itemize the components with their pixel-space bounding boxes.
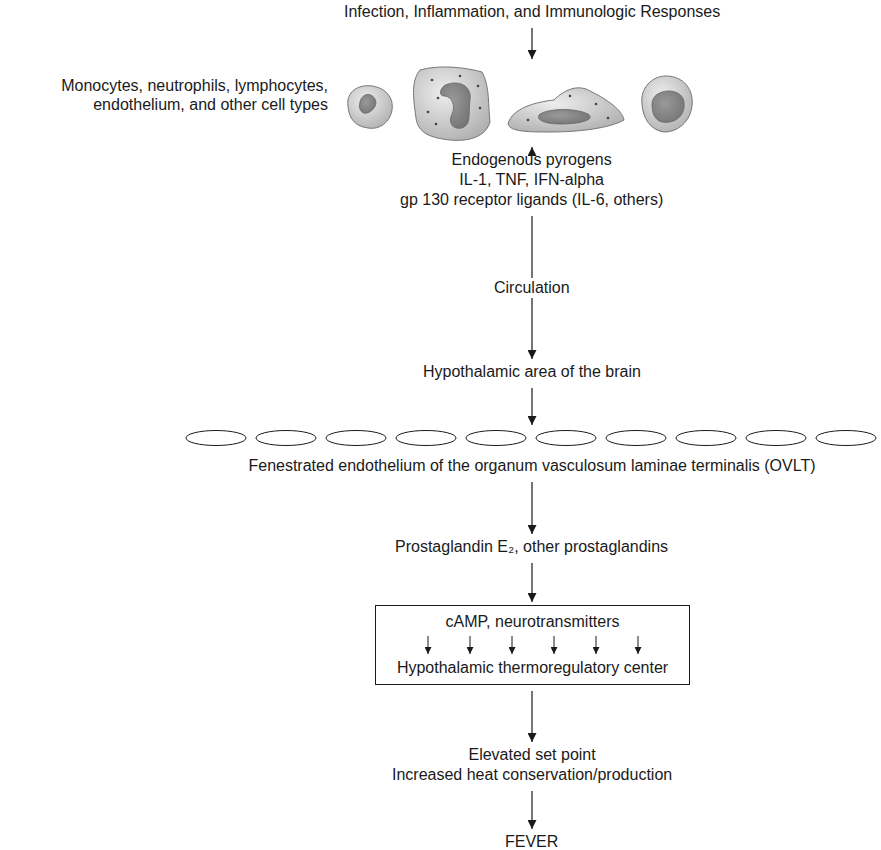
process-step: Elevated set pointIncreased heat conserv… (392, 745, 672, 785)
step-text: Fenestrated endothelium of the organum v… (0, 456, 881, 476)
cells-illustration (340, 62, 760, 144)
flow-arrow (531, 147, 532, 150)
flow-arrow (531, 563, 532, 602)
small-arrow (511, 636, 512, 654)
granule-dot (569, 95, 572, 98)
process-step: Monocytes, neutrophils, lymphocytes, end… (0, 62, 881, 144)
step-text: Prostaglandin E₂, other prostaglandins (395, 537, 668, 557)
step-text: Endogenous pyrogens (400, 150, 663, 170)
flow-arrow (531, 791, 532, 829)
endothelial-cell-oval (396, 431, 456, 446)
flow-arrow (531, 482, 532, 534)
step-text: Elevated set point (392, 745, 672, 765)
process-step: Endogenous pyrogensIL-1, TNF, IFN-alphag… (400, 150, 663, 210)
endothelial-cell-oval (466, 431, 526, 446)
endothelial-cell-oval (746, 431, 806, 446)
nucleus-drawing (652, 91, 684, 122)
cell-drawing (414, 67, 491, 140)
edge-label: Circulation (490, 278, 574, 298)
endothelial-cell-oval (256, 431, 316, 446)
nucleus-drawing (538, 110, 590, 125)
process-step: Fenestrated endothelium of the organum v… (0, 428, 881, 476)
granule-dot (427, 111, 430, 114)
small-arrow (637, 636, 638, 654)
granule-dot (435, 123, 438, 126)
cell-types-label: Monocytes, neutrophils, lymphocytes, end… (6, 76, 328, 114)
granule-dot (459, 75, 462, 78)
endothelial-cell-oval (606, 431, 666, 446)
step-text: Infection, Inflammation, and Immunologic… (344, 2, 720, 22)
flow-arrow (531, 28, 532, 59)
flow-arrow (531, 691, 532, 742)
step-text: Hypothalamic area of the brain (423, 362, 641, 382)
endothelial-cell-oval (676, 431, 736, 446)
step-text: FEVER (505, 832, 558, 850)
process-step: Infection, Inflammation, and Immunologic… (344, 2, 720, 22)
small-arrow (427, 636, 428, 654)
granule-dot (527, 119, 530, 122)
flow-arrow (531, 388, 532, 425)
cell-drawing (348, 86, 393, 129)
granule-dot (431, 79, 434, 82)
process-box: cAMP, neurotransmittersHypothalamic ther… (375, 605, 690, 685)
granule-dot (479, 107, 482, 110)
endothelial-cell-oval (186, 431, 246, 446)
nucleus-drawing (441, 83, 471, 128)
granule-dot (607, 117, 610, 120)
cell-drawing (508, 88, 624, 132)
process-step: Hypothalamic area of the brain (423, 362, 641, 382)
small-arrow (553, 636, 554, 654)
step-text: Hypothalamic thermoregulatory center (390, 658, 675, 678)
granule-dot (477, 85, 480, 88)
small-arrows-drawing (413, 633, 653, 657)
cell-drawing (642, 76, 692, 132)
endothelial-cell-oval (326, 431, 386, 446)
nucleus-drawing (359, 95, 376, 114)
process-step: Prostaglandin E₂, other prostaglandins (395, 537, 668, 557)
granule-dot (437, 97, 440, 100)
granule-dot (595, 103, 598, 106)
step-text: Increased heat conservation/production (392, 765, 672, 785)
step-text: cAMP, neurotransmitters (390, 612, 675, 632)
step-text: gp 130 receptor ligands (IL-6, others) (400, 190, 663, 210)
step-text: IL-1, TNF, IFN-alpha (400, 170, 663, 190)
ovlt-endothelium-drawing (0, 428, 881, 448)
small-arrow (469, 636, 470, 654)
endothelial-cell-oval (536, 431, 596, 446)
process-step: FEVER (505, 832, 558, 850)
endothelial-cell-oval (816, 431, 876, 446)
small-arrow (595, 636, 596, 654)
